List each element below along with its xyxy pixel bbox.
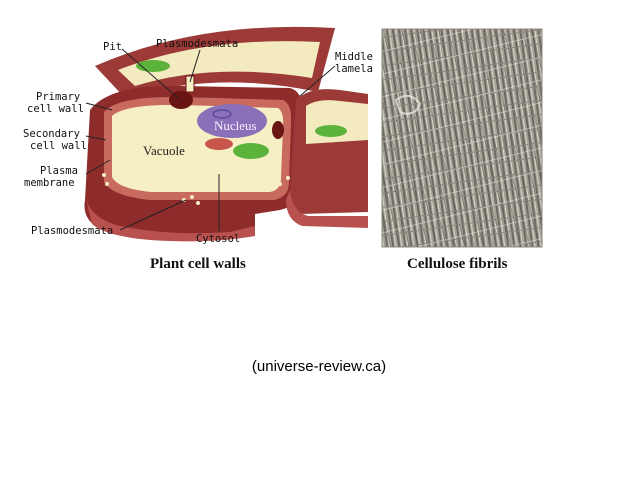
label-primary-line2: cell wall	[27, 103, 84, 115]
label-secondary-line2: cell wall	[30, 140, 87, 152]
label-primary-line1: Primary	[36, 91, 80, 103]
label-plasma-membrane: Plasma membrane	[24, 165, 84, 189]
cell-wall-diagram: Nucleus Vacuole	[84, 26, 368, 242]
label-secondary-line1: Secondary	[23, 128, 80, 140]
leader-lines	[85, 48, 336, 231]
nucleolus	[212, 109, 232, 119]
label-middle-lamella-line1: Middle	[335, 51, 373, 63]
cellulose-micrograph	[381, 28, 543, 248]
label-secondary-cell-wall: Secondary cell wall	[23, 128, 87, 152]
label-middle-lamella-line2: lamela	[335, 63, 373, 75]
label-plasma-line2: membrane	[24, 177, 75, 189]
top-neighbor-cytoplasm	[118, 41, 320, 86]
pit-right	[272, 121, 284, 139]
label-plasmodesmata-top: Plasmodesmata	[156, 38, 238, 50]
chloroplast-right	[315, 125, 347, 137]
caption-plant-cell-walls: Plant cell walls	[150, 256, 246, 272]
label-plasma-line1: Plasma	[40, 165, 78, 177]
caption-cellulose-fibrils: Cellulose fibrils	[407, 256, 508, 272]
right-neighbor-cytoplasm	[306, 100, 368, 144]
right-neighbor-face	[286, 190, 368, 228]
plasmodesma-top	[185, 75, 195, 93]
label-cytosol: Cytosol	[196, 233, 240, 245]
label-middle-lamella: Middle lamela	[335, 51, 379, 75]
nucleus-label: Nucleus	[214, 118, 257, 133]
label-primary-cell-wall: Primary cell wall	[27, 91, 87, 115]
diagram-labels: Pit Plasmodesmata Middle lamela Primary …	[23, 38, 379, 245]
source-credit: (universe-review.ca)	[251, 358, 387, 375]
vacuole-label: Vacuole	[143, 143, 185, 158]
chloroplast-main	[233, 143, 269, 159]
mitochondrion	[205, 138, 233, 150]
main-cell-wall-face	[86, 198, 255, 242]
label-pit: Pit	[103, 41, 122, 53]
label-plasmodesmata-bottom: Plasmodesmata	[31, 225, 113, 237]
